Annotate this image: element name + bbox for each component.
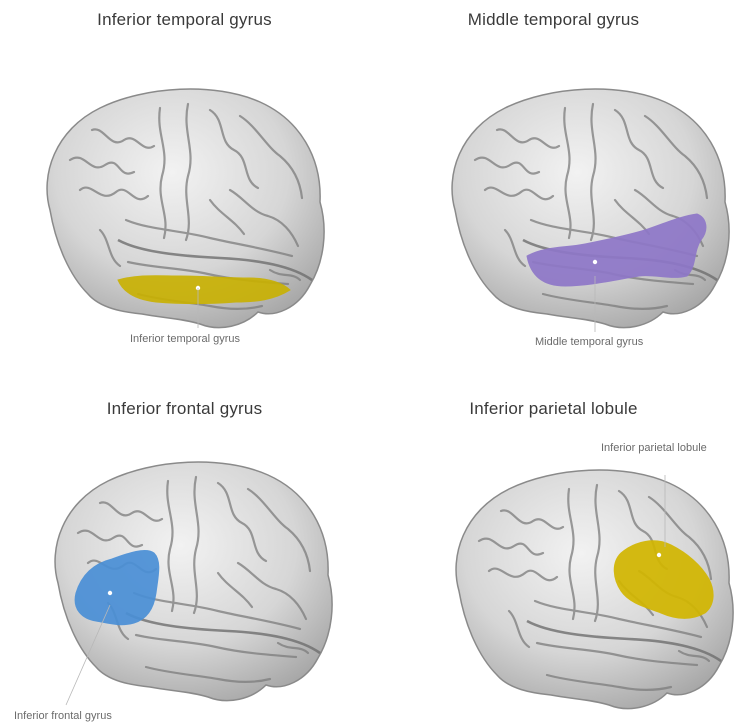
panel-inferior-frontal-gyrus: Inferior frontal gyrus Inferior frontal … [0,361,369,722]
brain-illustration [439,461,738,711]
panel-title: Inferior frontal gyrus [0,399,369,419]
region-label: Middle temporal gyrus [535,336,643,348]
region-label: Inferior parietal lobule [601,442,707,454]
panel-middle-temporal-gyrus: Middle temporal gyrus Middle temporal gy… [369,0,738,361]
panel-title: Inferior temporal gyrus [0,10,369,30]
panel-inferior-temporal-gyrus: Inferior temporal gyrus Inferior tempora… [0,0,369,361]
brain-illustration [38,453,338,703]
panel-inferior-parietal-lobule: Inferior parietal lobule Inferior pariet… [369,361,738,722]
highlight-region [118,276,290,304]
brain-illustration [30,80,330,330]
panel-title: Inferior parietal lobule [369,399,738,419]
region-label: Inferior frontal gyrus [14,710,112,722]
panel-title: Middle temporal gyrus [369,10,738,30]
region-label: Inferior temporal gyrus [130,333,240,345]
brain-illustration [435,80,735,330]
